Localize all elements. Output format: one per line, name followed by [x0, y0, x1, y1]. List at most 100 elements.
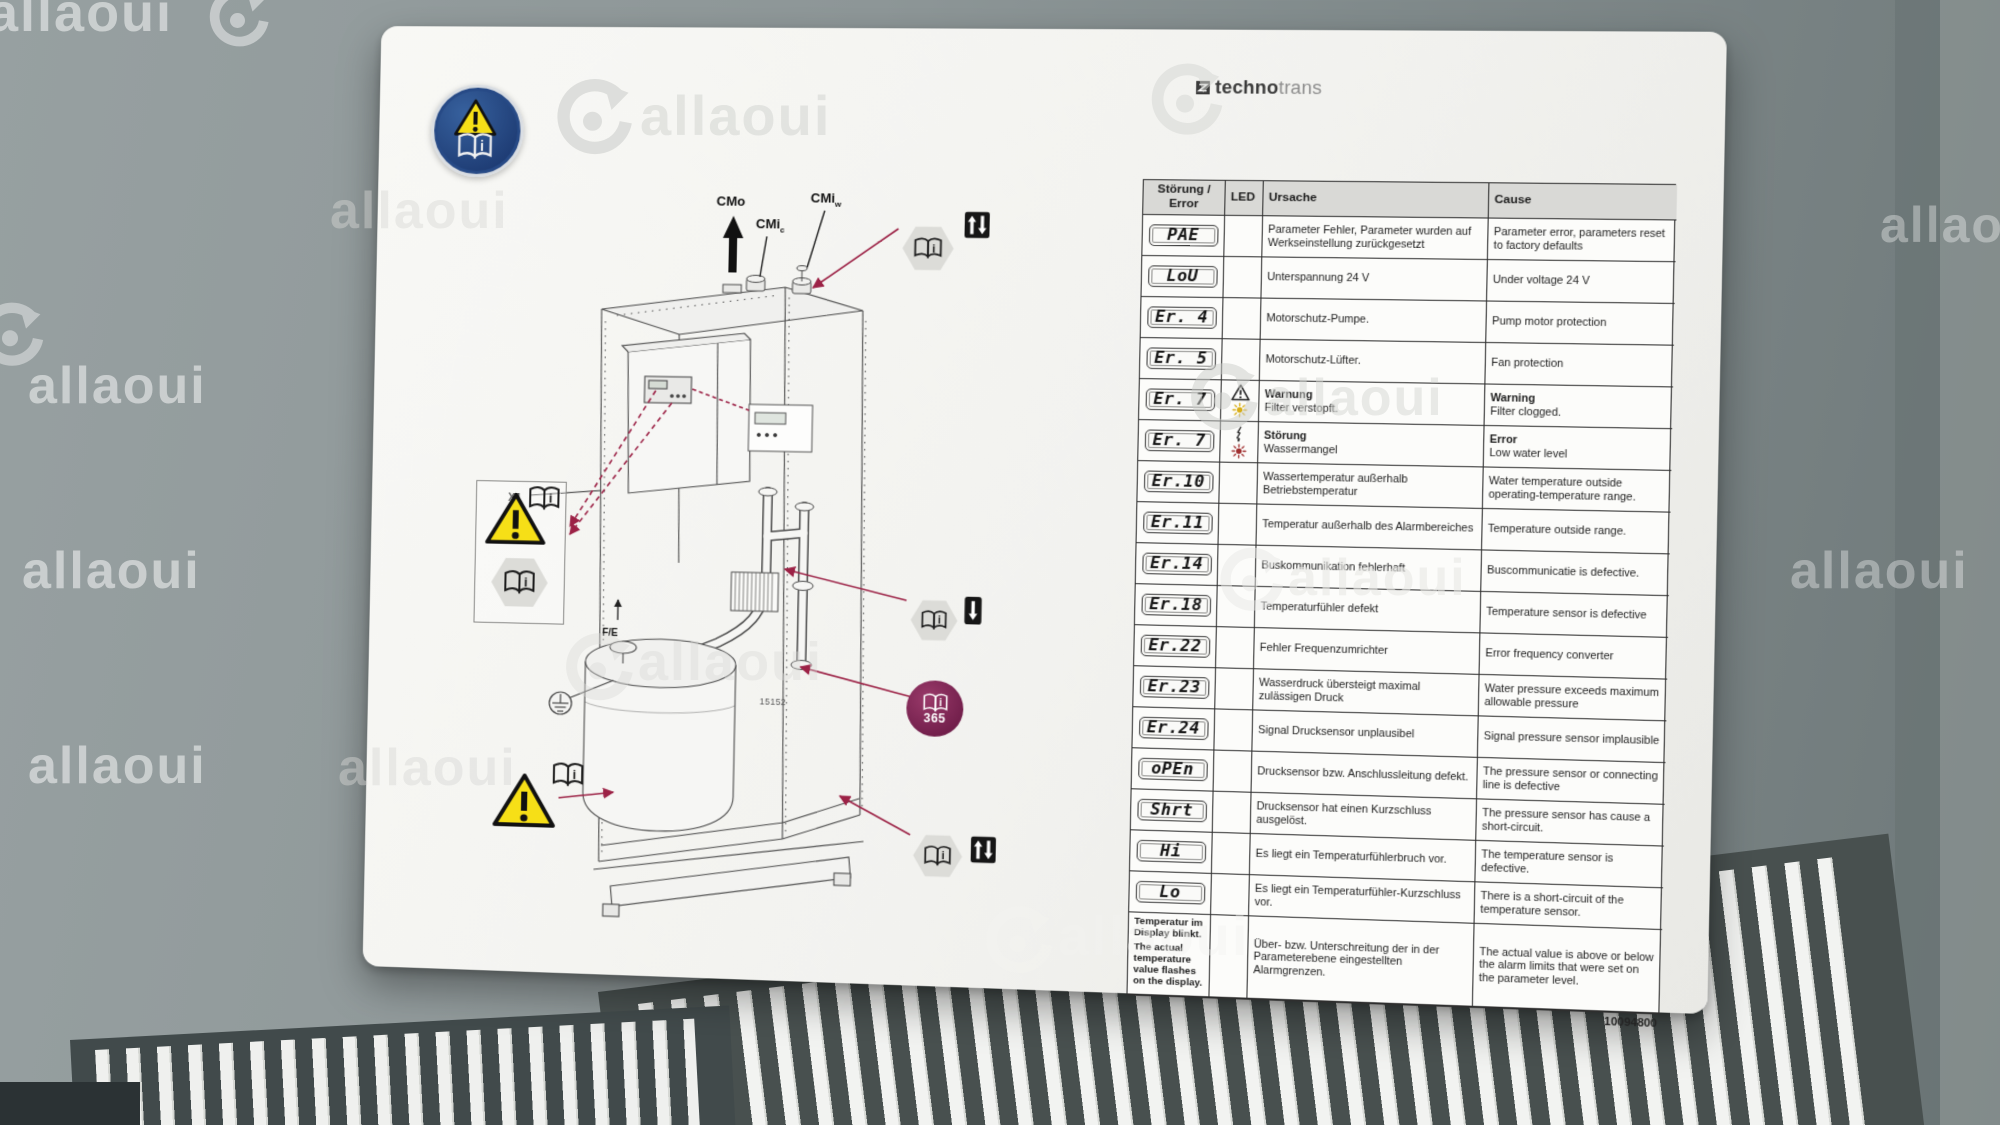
instruction-label: technotrans: [363, 26, 1727, 1014]
ground-symbol: [549, 679, 613, 716]
cause-cell: There is a short-circuit of the temperat…: [1474, 882, 1664, 931]
led-cell: [1213, 750, 1253, 793]
panel-shadow-corner: [0, 1082, 140, 1125]
watermark-text: allaoui: [22, 542, 201, 600]
cause-cell: Water temperature outside operating-temp…: [1482, 467, 1672, 513]
label-cmi-c: CMic: [756, 216, 786, 235]
ursache-cell: Wasserdruck übersteigt maximal zulässige…: [1253, 669, 1480, 717]
cause-cell: The temperature sensor is defective.: [1475, 840, 1664, 889]
cmo-arrow-icon: [722, 215, 744, 273]
seven-segment-display: Er. 7: [1144, 429, 1214, 453]
ursache-cell: Motorschutz-Lüfter.: [1259, 339, 1487, 385]
header-cause: Cause: [1488, 183, 1678, 221]
panel-edge: [1940, 0, 2000, 1125]
led-cell: [1216, 586, 1256, 629]
seven-segment-display: Er.14: [1141, 552, 1212, 576]
led-cell: [1217, 545, 1257, 587]
seven-segment-display: PAE: [1148, 224, 1219, 247]
seven-segment-display: oPEn: [1137, 757, 1208, 782]
warning-triangle-outline-icon: [1229, 384, 1250, 402]
led-cell: [1211, 832, 1251, 876]
error-code-cell: oPEn: [1131, 748, 1215, 792]
ursache-text: Signal Drucksensor unplausibel: [1257, 724, 1415, 742]
label-cmo: CMo: [716, 193, 745, 208]
open-book-icon: [527, 485, 562, 512]
manual-book-hexagon-icon: [900, 225, 957, 272]
ursache-cell: Buskommunikation fehlerhaft: [1255, 545, 1483, 593]
ursache-cell: Unterspannung 24 V: [1261, 257, 1488, 302]
ursache-text: Fehler Frequenzumrichter: [1259, 642, 1389, 658]
cause-text: Under voltage 24 V: [1492, 274, 1590, 288]
led-cell: [1221, 380, 1260, 423]
warning-triangle-icon: [491, 772, 557, 830]
watermark-text: allaoui: [28, 737, 207, 795]
led-cell: [1211, 874, 1250, 917]
ursache-text: Filter verstopft.: [1264, 401, 1339, 415]
seven-segment-display: Er. 5: [1145, 347, 1216, 371]
yellow-led-blinking-icon: [1232, 402, 1248, 418]
error-code-cell: Er.10: [1137, 461, 1221, 504]
cause-text: Water pressure exceeds maximum allowable…: [1484, 682, 1660, 711]
display-note-en: The actual temperature value flashes on …: [1132, 941, 1203, 989]
ursache-text: Es liegt ein Temperaturfühler-Kurzschlus…: [1254, 882, 1461, 909]
seven-segment-display: Er. 4: [1146, 306, 1217, 329]
ursache-text: Drucksensor hat einen Kurzschluss ausgel…: [1256, 800, 1432, 828]
ursache-text: Temperatur außerhalb des Alarmbereiches: [1262, 518, 1474, 536]
ursache-cell: Wassertemperatur außerhalb Betriebstempe…: [1257, 463, 1484, 510]
led-cell: [1216, 627, 1255, 670]
cause-cell: Temperature outside range.: [1482, 509, 1671, 555]
cause-text: Temperature sensor is defective: [1486, 605, 1647, 623]
ursache-cell: Fehler Frequenzumrichter: [1254, 628, 1481, 676]
cause-cell: Temperature sensor is defective: [1480, 592, 1669, 639]
label-fe: F/E: [602, 628, 618, 640]
error-code-cell: Shrt: [1130, 789, 1214, 833]
red-led-blinking-icon: [1231, 443, 1247, 459]
error-code-cell: Er.24: [1132, 707, 1216, 751]
header-led: LED: [1225, 180, 1264, 217]
cause-text: Water temperature outside operating-temp…: [1488, 475, 1636, 504]
cause-text: Low water level: [1489, 446, 1568, 461]
led-cell: [1219, 462, 1259, 505]
seven-segment-display: Lo: [1135, 880, 1205, 905]
open-book-icon: [551, 761, 586, 788]
seven-segment-display: Er.11: [1142, 511, 1213, 535]
cause-cell: The actual value is above or below the a…: [1472, 923, 1663, 1014]
led-cell: [1224, 215, 1264, 258]
error-code-cell: Er.18: [1134, 584, 1218, 628]
error-code-cell: Er. 7: [1139, 379, 1222, 422]
seven-segment-display: Er.18: [1140, 593, 1211, 617]
cause-cell: Water pressure exceeds maximum allowable…: [1478, 675, 1668, 722]
cause-cell: Buscommunicatie is defective.: [1481, 550, 1670, 597]
ursache-cell: Temperatur außerhalb des Alarmbereiches: [1256, 504, 1483, 551]
error-code-cell: Er.11: [1136, 502, 1220, 546]
ursache-text: Unterspannung 24 V: [1267, 271, 1370, 285]
led-cell: [1218, 503, 1258, 546]
ursache-text: Es liegt ein Temperaturfühlerbruch vor.: [1255, 847, 1447, 867]
diagram-number: 15152: [759, 696, 786, 707]
panel-seam: [1895, 0, 1940, 1125]
cause-text: Signal pressure sensor implausible: [1483, 730, 1660, 748]
manual-book-hexagon-icon: [489, 556, 550, 610]
seven-segment-display: Er.22: [1140, 634, 1210, 658]
cause-cell: The pressure sensor or connecting line i…: [1477, 758, 1666, 805]
watermark-text: allaoui: [28, 357, 207, 415]
watermark-logo: [0, 295, 50, 375]
error-code-cell: Lo: [1129, 871, 1212, 916]
ursache-cell: Temperaturfühler defekt: [1254, 586, 1482, 634]
water-connectors: [723, 265, 811, 294]
led-cell: [1222, 298, 1262, 340]
ursache-cell: Über- bzw. Unterschreitung der in der Pa…: [1247, 916, 1475, 1007]
error-code-cell: Hi: [1129, 830, 1213, 875]
lightning-bolt-icon: [1233, 425, 1245, 442]
ursache-cell: Es liegt ein Temperaturfühlerbruch vor.: [1249, 834, 1477, 883]
up-down-arrows-badge-icon: [964, 211, 989, 239]
technotrans-logo-icon: [1195, 80, 1210, 95]
seven-segment-display: LoU: [1147, 265, 1218, 288]
led-cell: [1215, 668, 1255, 711]
display-note-de: Temperatur im Display blinkt.: [1133, 915, 1203, 941]
cause-text: The pressure sensor or connecting line i…: [1482, 765, 1659, 794]
cause-text: Parameter error, parameters reset to fac…: [1493, 226, 1666, 253]
